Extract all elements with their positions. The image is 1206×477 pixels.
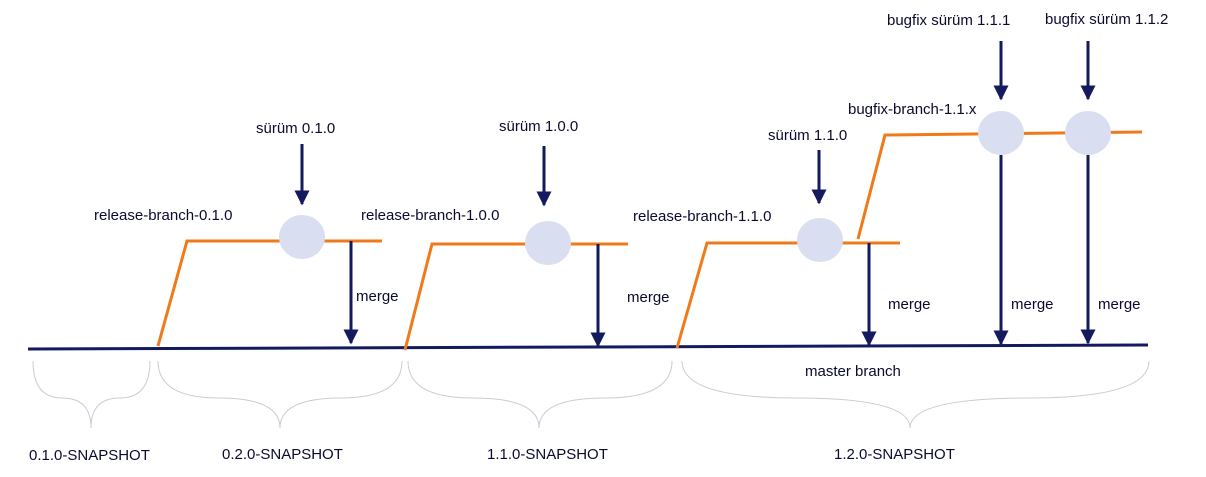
release-node-0-1-0 bbox=[279, 215, 325, 259]
label-release-branch-1-0-0: release-branch-1.0.0 bbox=[361, 207, 499, 224]
label-merge-1-1-0: merge bbox=[888, 296, 931, 313]
label-release-branch-0-1-0: release-branch-0.1.0 bbox=[94, 207, 232, 224]
label-version-1-1-0: sürüm 1.1.0 bbox=[768, 127, 847, 144]
label-release-branch-1-1-0: release-branch-1.1.0 bbox=[633, 208, 771, 225]
release-node-1-1-0 bbox=[797, 218, 843, 262]
label-snapshot-1-2-0: 1.2.0-SNAPSHOT bbox=[834, 446, 955, 463]
brace-0-2-0-snapshot bbox=[157, 360, 403, 429]
brace-0-1-0-snapshot bbox=[32, 360, 151, 429]
release-node-1-0-0 bbox=[525, 221, 571, 265]
label-snapshot-0-2-0: 0.2.0-SNAPSHOT bbox=[222, 446, 343, 463]
label-snapshot-0-1-0: 0.1.0-SNAPSHOT bbox=[29, 447, 150, 464]
bugfix-node-1-1-2 bbox=[1065, 111, 1111, 155]
label-version-1-0-0: sürüm 1.0.0 bbox=[499, 118, 578, 135]
label-bugfix-version-1-1-2: bugfix sürüm 1.1.2 bbox=[1045, 11, 1168, 28]
label-master-branch: master branch bbox=[805, 363, 901, 380]
master-branch-line bbox=[27, 343, 1149, 351]
label-bugfix-branch-1-1-x: bugfix-branch-1.1.x bbox=[848, 101, 977, 118]
label-merge-1-0-0: merge bbox=[627, 289, 670, 306]
label-merge-1-1-2: merge bbox=[1098, 296, 1141, 313]
label-snapshot-1-1-0: 1.1.0-SNAPSHOT bbox=[487, 446, 608, 463]
release-branch-1-0-0-line bbox=[403, 242, 628, 351]
label-merge-1-1-1: merge bbox=[1011, 296, 1054, 313]
brace-1-1-0-snapshot bbox=[407, 360, 673, 429]
label-merge-0-1-0: merge bbox=[356, 288, 399, 305]
release-branch-1-1-0-line bbox=[675, 241, 900, 349]
label-bugfix-version-1-1-1: bugfix sürüm 1.1.1 bbox=[887, 12, 1010, 29]
label-version-0-1-0: sürüm 0.1.0 bbox=[256, 120, 335, 137]
bugfix-branch-1-1-x-line bbox=[856, 130, 1143, 240]
release-branch-0-1-0-line bbox=[156, 239, 382, 347]
brace-1-2-0-snapshot bbox=[681, 360, 1150, 429]
bugfix-node-1-1-1 bbox=[978, 111, 1024, 155]
